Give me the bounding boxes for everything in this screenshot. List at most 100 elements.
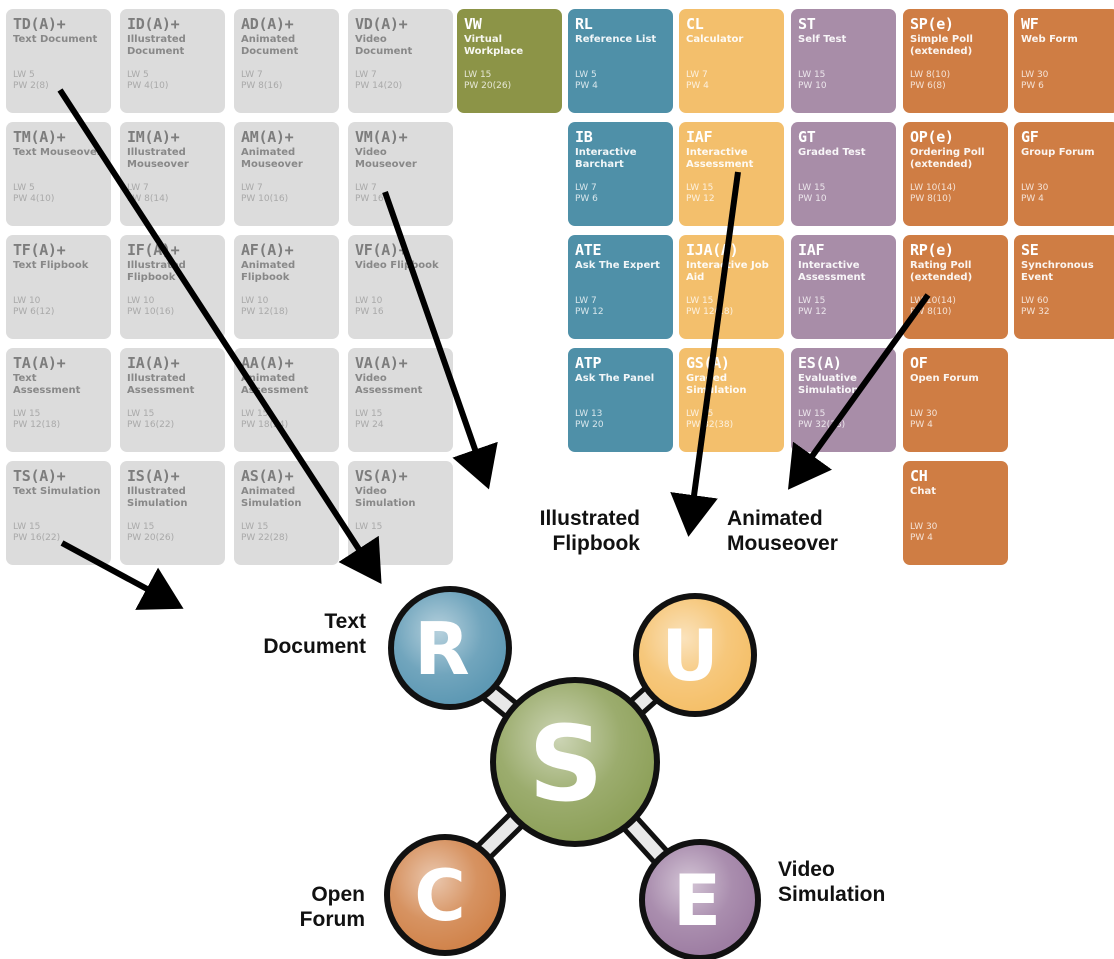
tile-name: Text Simulation [13,486,101,497]
tile-pw: PW 4(10) [13,194,55,204]
logo-sphere-s: S [490,677,660,847]
tile-name: Synchronous Event [1021,260,1094,283]
callout-animated-mouseover: Animated Mouseover [727,507,838,555]
tile-pw: PW 8(16) [241,81,283,91]
tile-pw: PW 24 [355,420,384,430]
tile-code: AF(A)+ [241,241,294,259]
tile-code: TD(A)+ [13,15,66,33]
tile-lw: LW 15 [13,409,41,419]
tile-pw: PW 4 [910,533,933,543]
tile-code: VF(A)+ [355,241,408,259]
tile-lw: LW 7 [355,70,377,80]
tile-pw: PW 4 [686,81,709,91]
callout-text-document: Text Document [263,610,366,658]
callout-illustrated-flipbook: Illustrated Flipbook [539,507,640,555]
tile-lw: LW 7 [241,70,263,80]
tile-pw: PW 10(16) [127,307,175,317]
tile-lw: LW 60 [1021,296,1049,306]
tile-name: Open Forum [910,373,979,384]
tile-pw: PW 32 [1021,307,1050,317]
tile-name: Interactive Barchart [575,147,637,170]
tile-pw: PW 12(18) [13,420,61,430]
tile-lw: LW 15 [686,409,714,419]
logo-letter-r: R [414,607,469,691]
tile-name: Video Simulation [355,486,416,509]
tile-code: WF [1021,15,1039,33]
tile-lw: LW 5 [575,70,597,80]
tile-name: Chat [910,486,936,497]
tile-lw: LW 15 [464,70,492,80]
tile-lw: LW 15 [798,183,826,193]
tile-name: Animated Flipbook [241,260,296,283]
tile-name: Illustrated Flipbook [127,260,186,283]
tile-lw: LW 10 [13,296,41,306]
tile-op-e[interactable]: OP(e)Ordering Poll (extended)LW 10(14)PW… [903,122,1008,226]
logo-sphere-e: E [639,839,761,959]
tile-pw: PW 12 [686,194,715,204]
tile-name: Ask The Expert [575,260,660,271]
tile-name: Illustrated Simulation [127,486,188,509]
tile-code: ATE [575,241,602,259]
tile-code: GF [1021,128,1039,146]
tile-code: ES(A) [798,354,842,372]
tile-pw: PW 12(18) [686,307,734,317]
tile-name: Animated Simulation [241,486,302,509]
tile-code: TM(A)+ [13,128,66,146]
tile-code: VS(A)+ [355,467,408,485]
tile-code: RP(e) [910,241,954,259]
tile-rp-e[interactable]: RP(e)Rating Poll (extended)LW 10(14)PW 8… [903,235,1008,339]
tile-sp-e[interactable]: SP(e)Simple Poll (extended)LW 8(10)PW 6(… [903,9,1008,113]
tile-code: VM(A)+ [355,128,408,146]
tile-name: Graded Simulation [686,373,747,396]
logo-letter-u: U [662,615,719,697]
tile-code: CL [686,15,704,33]
tile-lw: LW 30 [910,522,938,532]
tile-lw: LW 15 [798,70,826,80]
tile-code: VA(A)+ [355,354,408,372]
tile-name: Animated Document [241,34,299,57]
tile-pw: PW 8(14) [127,194,169,204]
tile-pw: PW 4 [575,81,598,91]
logo-letter-c: C [414,855,465,937]
tile-lw: LW 7 [127,183,149,193]
tile-code: IAF [686,128,713,146]
tile-name: Animated Mouseover [241,147,303,170]
tile-name: Text Assessment [13,373,81,396]
tile-lw: LW 15 [355,522,383,532]
arrow-interactive-assessment [670,171,741,537]
arrows [57,88,931,610]
tile-code: OP(e) [910,128,954,146]
